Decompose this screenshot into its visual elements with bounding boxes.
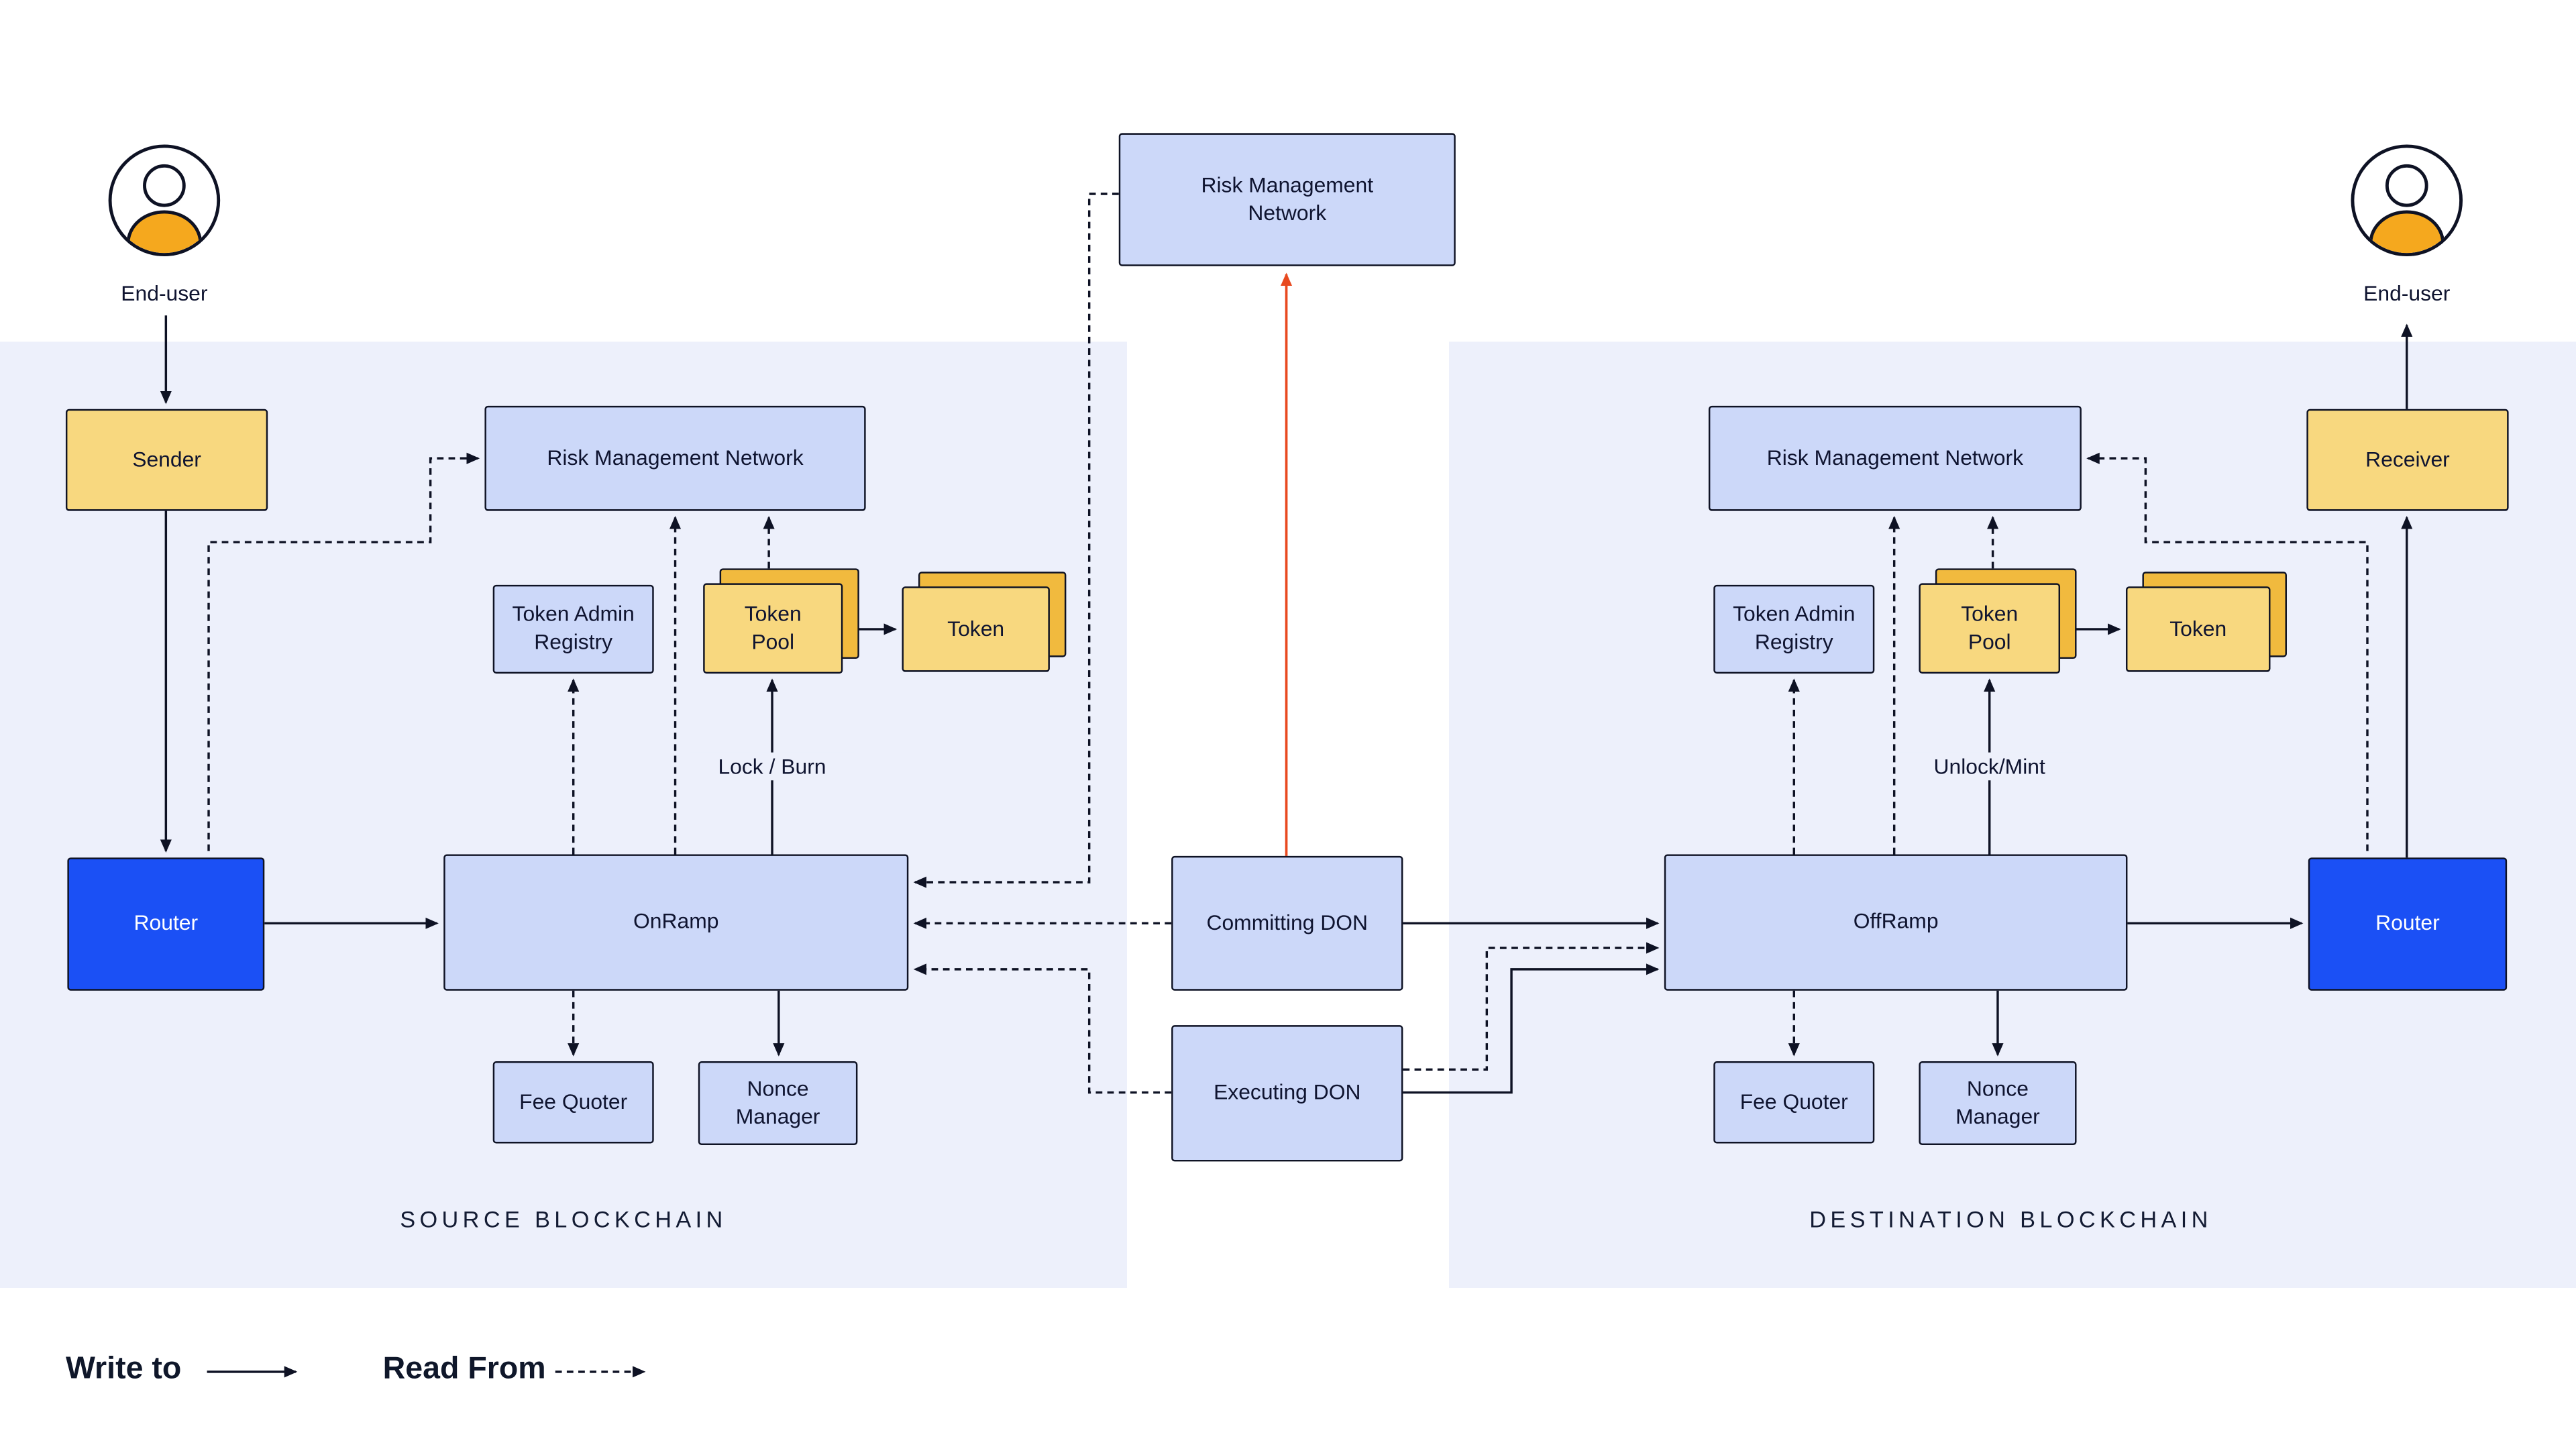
fee-quoter-box-destination: Fee Quoter: [1713, 1061, 1875, 1144]
unlock-mint-edge-label: Unlock/Mint: [1899, 752, 2080, 781]
legend-read-from-label: Read From: [382, 1352, 546, 1387]
token-pool-box-source: Token Pool: [703, 583, 843, 674]
committing-don-box: Committing DON: [1171, 855, 1403, 991]
nonce-manager-box-destination: Nonce Manager: [1919, 1061, 2077, 1145]
risk-management-network-label-top: Risk Management Network: [1201, 172, 1374, 225]
router-label-source: Router: [133, 910, 199, 935]
token-admin-registry-label-destination: Token Admin Registry: [1733, 601, 1856, 654]
token-admin-registry-box-source: Token Admin Registry: [492, 584, 654, 674]
token-pool-box-destination: Token Pool: [1919, 583, 2061, 674]
end-user-avatar-right: [2351, 144, 2463, 257]
offramp-label: OffRamp: [1853, 908, 1939, 934]
receiver-label: Receiver: [2365, 446, 2450, 471]
source-blockchain-title: SOURCE BLOCKCHAIN: [400, 1205, 727, 1232]
fee-quoter-box-source: Fee Quoter: [492, 1061, 654, 1144]
sender-label: Sender: [132, 446, 201, 471]
nonce-manager-label-destination: Nonce Manager: [1955, 1075, 2040, 1128]
nonce-manager-box-source: Nonce Manager: [698, 1061, 858, 1145]
committing-don-label: Committing DON: [1206, 909, 1368, 934]
lock-burn-edge-label: Lock / Burn: [690, 752, 855, 781]
receiver-box: Receiver: [2306, 409, 2509, 511]
token-admin-registry-label-source: Token Admin Registry: [512, 601, 635, 654]
router-box-destination: Router: [2308, 857, 2508, 991]
end-user-label-right: End-user: [2363, 280, 2451, 306]
end-user-label-left: End-user: [121, 280, 208, 306]
offramp-box: OffRamp: [1664, 854, 2128, 991]
executing-don-label: Executing DON: [1214, 1079, 1361, 1104]
destination-blockchain-title: DESTINATION BLOCKCHAIN: [1809, 1205, 2212, 1232]
nonce-manager-label-source: Nonce Manager: [735, 1075, 820, 1128]
token-box-destination: Token: [2125, 586, 2271, 672]
fee-quoter-label-source: Fee Quoter: [519, 1088, 628, 1114]
legend-write-to-label: Write to: [65, 1352, 182, 1387]
token-label-source: Token: [947, 615, 1005, 640]
token-pool-label-destination: Token Pool: [1961, 600, 2019, 653]
executing-don-box: Executing DON: [1171, 1025, 1403, 1162]
fee-quoter-label-destination: Fee Quoter: [1739, 1088, 1848, 1114]
onramp-label: OnRamp: [633, 908, 719, 934]
risk-management-network-box-top: Risk Management Network: [1118, 133, 1456, 266]
risk-management-network-label-source: Risk Management Network: [547, 444, 804, 470]
token-pool-label-source: Token Pool: [744, 600, 802, 653]
risk-management-network-box-destination: Risk Management Network: [1708, 405, 2082, 511]
token-label-destination: Token: [2169, 615, 2227, 640]
risk-management-network-label-destination: Risk Management Network: [1766, 444, 2023, 470]
token-admin-registry-box-destination: Token Admin Registry: [1713, 584, 1875, 674]
end-user-avatar-left: [108, 144, 221, 257]
risk-management-network-box-source: Risk Management Network: [484, 405, 866, 511]
router-box-source: Router: [67, 857, 265, 991]
sender-box: Sender: [65, 409, 268, 511]
router-label-destination: Router: [2375, 910, 2440, 935]
token-box-source: Token: [902, 586, 1050, 672]
onramp-box: OnRamp: [443, 854, 909, 991]
